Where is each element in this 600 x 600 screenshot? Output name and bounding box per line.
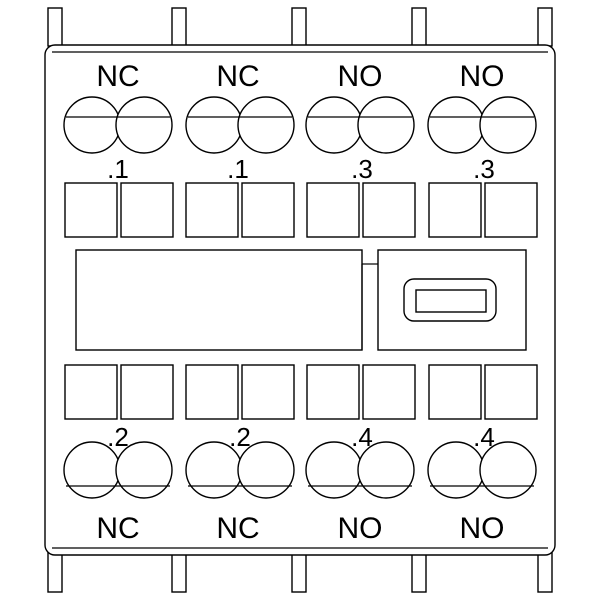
screw-terminal-pair [185,441,295,499]
screw-terminal [237,96,295,154]
screw-terminal [305,96,363,154]
wire-opening [64,364,118,420]
screw-terminal [427,441,485,499]
bottom-contact-type-label: NO [460,512,505,545]
bottom-terminal-numbers: .2 .2 .4 .4 [107,422,495,452]
wire-opening [362,364,416,420]
screw-terminal-pair [185,96,295,154]
wire-opening [120,364,174,420]
top-contact-labels: NC NC NO NO [96,60,504,93]
center-section [75,249,527,351]
screw-terminal [115,441,173,499]
bottom-contact-type-label: NC [96,512,139,545]
bottom-contact-type-label: NC [216,512,259,545]
screw-terminal-pair [305,441,415,499]
wire-opening [362,182,416,238]
wire-opening [241,364,295,420]
bottom-terminal-number: .2 [229,422,251,452]
top-terminal-number: .3 [473,154,495,184]
bottom-terminal-number: .4 [351,422,373,452]
top-contact-type-label: NC [216,60,259,93]
top-terminal-numbers: .1 .1 .3 .3 [107,154,495,184]
bottom-tab [47,551,63,593]
screw-terminal [305,441,363,499]
bottom-contact-labels: NC NC NO NO [96,512,504,545]
bottom-tab [291,551,307,593]
top-wire-openings [64,182,538,238]
screw-terminal [479,441,537,499]
top-contact-type-label: NO [460,60,505,93]
top-tab [411,7,427,47]
screw-terminal [427,96,485,154]
screw-terminal [63,96,121,154]
bottom-wire-openings [64,364,538,420]
screw-terminal [237,441,295,499]
top-terminal-number: .1 [227,154,249,184]
screw-terminal-pair [427,441,537,499]
screw-terminal-pair [427,96,537,154]
bottom-tabs [47,551,553,593]
mounting-tabs [47,7,553,593]
top-contact-type-label: NC [96,60,139,93]
bottom-tab [537,551,553,593]
top-terminal-number: .1 [107,154,129,184]
top-tabs [47,7,553,47]
screw-terminal-pair [305,96,415,154]
wire-opening [185,364,239,420]
wire-opening [428,182,482,238]
screw-terminal [63,441,121,499]
top-tab [171,7,187,47]
top-terminal-number: .3 [351,154,373,184]
top-contact-type-label: NO [338,60,383,93]
top-tab [537,7,553,47]
top-screw-terminals [63,96,537,154]
wire-opening [185,182,239,238]
top-tab [291,7,307,47]
wire-opening [484,364,538,420]
top-tab [47,7,63,47]
wire-opening [241,182,295,238]
screw-terminal-pair [63,441,173,499]
wire-opening [306,182,360,238]
screw-terminal [115,96,173,154]
screw-terminal [357,441,415,499]
bottom-terminal-number: .4 [473,422,495,452]
screw-terminal [479,96,537,154]
wire-opening [484,182,538,238]
bottom-tab [411,551,427,593]
wire-opening [120,182,174,238]
screw-terminal [185,96,243,154]
bottom-contact-type-label: NO [338,512,383,545]
screw-terminal [357,96,415,154]
release-slider-slot [415,289,487,313]
wire-opening [306,364,360,420]
bottom-tab [171,551,187,593]
screw-terminal [185,441,243,499]
bottom-terminal-number: .2 [107,422,129,452]
wire-opening [428,364,482,420]
bottom-screw-terminals [63,441,537,499]
wire-opening [64,182,118,238]
label-plate [75,249,363,351]
screw-terminal-pair [63,96,173,154]
